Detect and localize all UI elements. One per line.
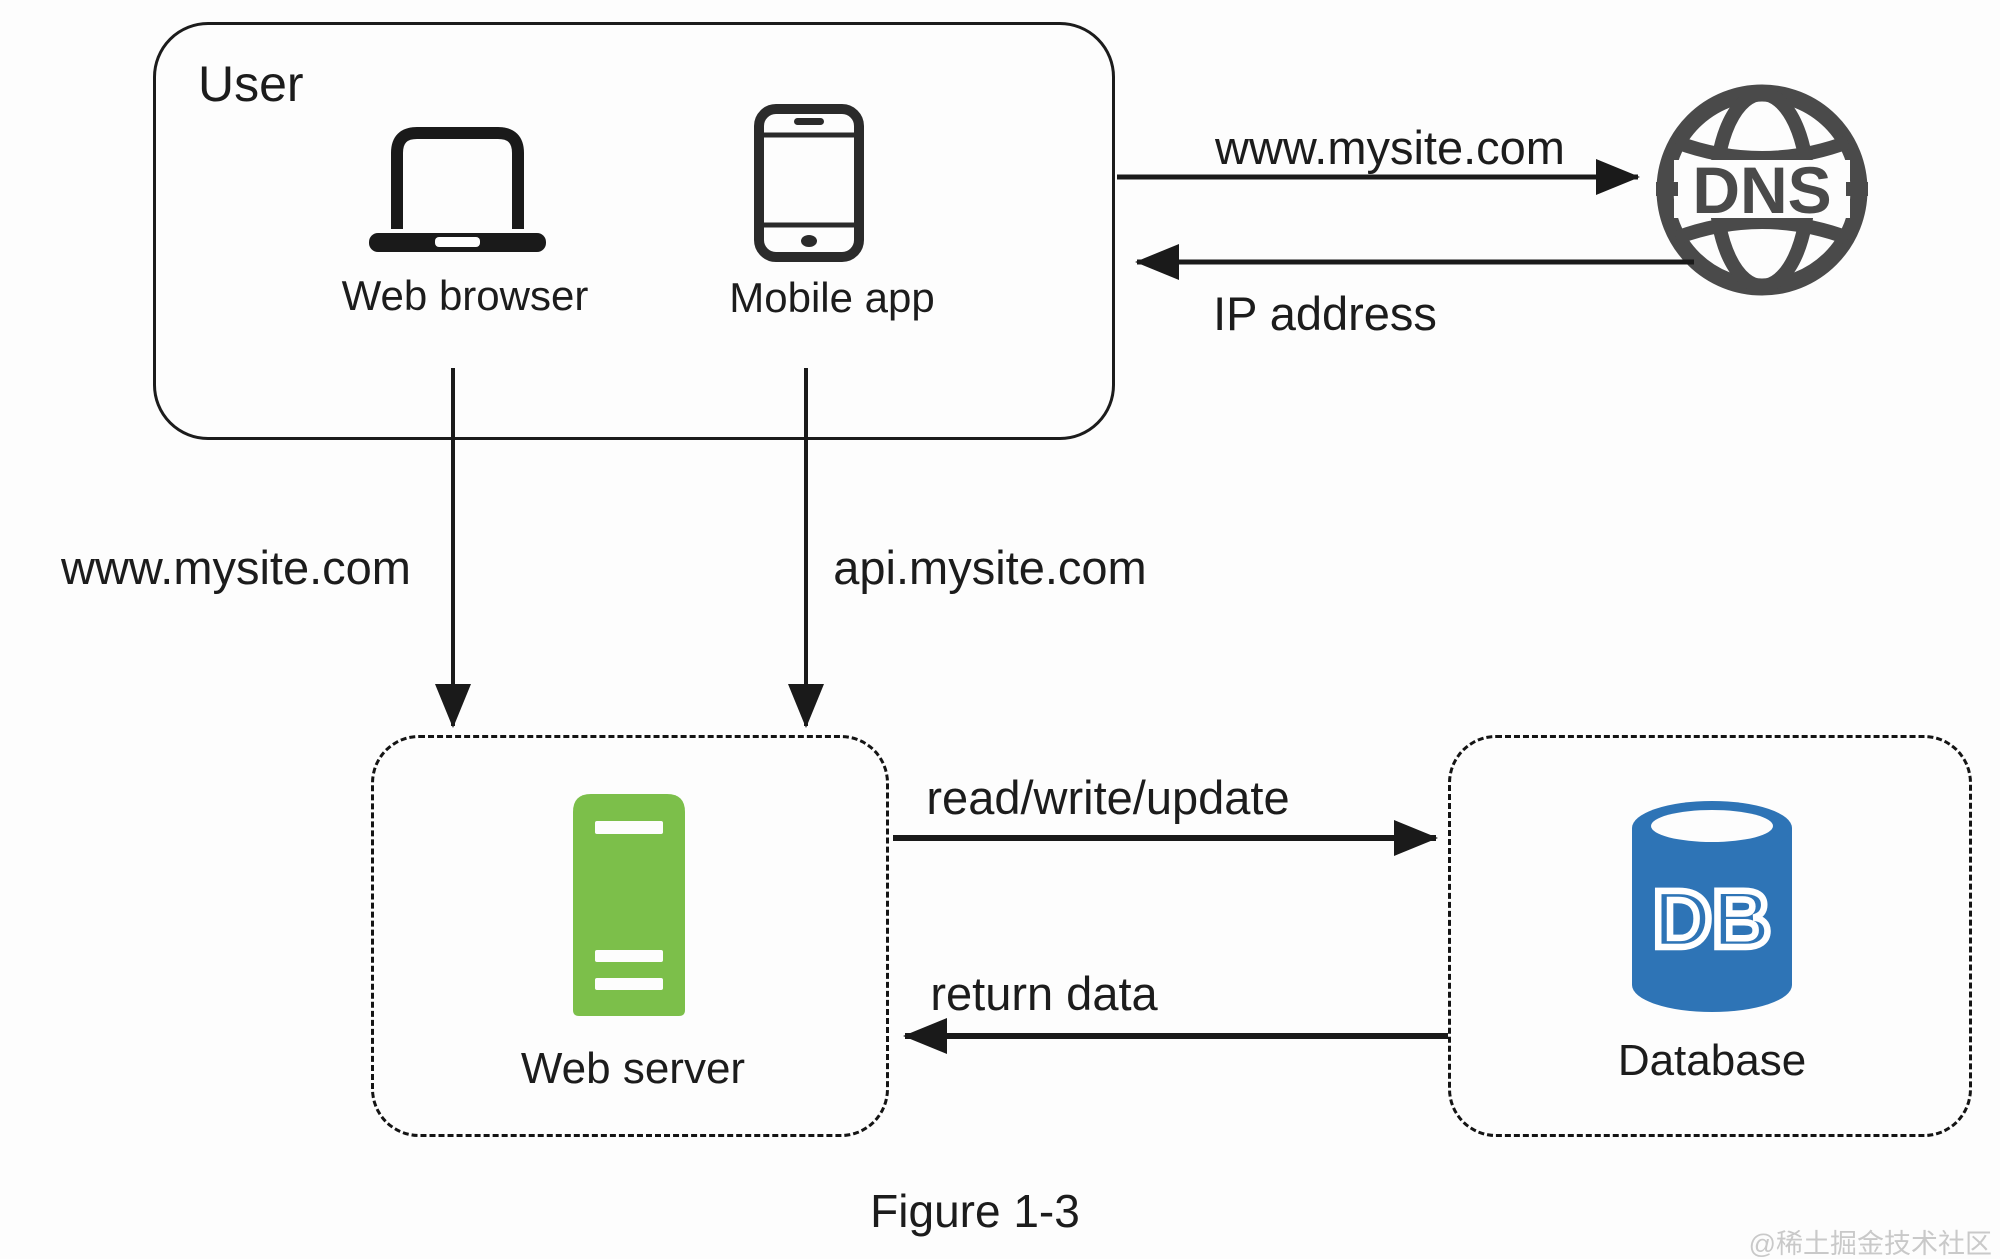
database-label: Database — [1617, 1036, 1807, 1085]
database-box — [1448, 735, 1972, 1137]
dns-response-label: IP address — [1213, 287, 1437, 340]
laptop-icon — [355, 123, 560, 261]
db-icon-text: DB — [1653, 874, 1771, 965]
user-box — [153, 22, 1115, 440]
user-group-title: User — [198, 56, 304, 112]
figure-caption: Figure 1-3 — [870, 1185, 1080, 1237]
server-icon — [573, 794, 685, 1016]
web-browser-label: Web browser — [341, 272, 589, 319]
db-request-label: read/write/update — [926, 771, 1290, 824]
mobile-request-label: api.mysite.com — [833, 541, 1147, 594]
watermark: @稀土掘金技术社区 — [1748, 1229, 1992, 1259]
web-server-box — [371, 735, 889, 1137]
smartphone-icon — [753, 103, 865, 263]
mobile-app-label: Mobile app — [729, 274, 935, 321]
browser-request-label: www.mysite.com — [61, 541, 411, 594]
globe-dns-icon: DNS — [1650, 78, 1874, 302]
db-response-label: return data — [930, 967, 1158, 1020]
dns-icon-text: DNS — [1692, 153, 1831, 227]
web-server-label: Web server — [520, 1044, 746, 1093]
dns-request-label: www.mysite.com — [1215, 121, 1565, 174]
database-icon: DB — [1627, 795, 1797, 1017]
